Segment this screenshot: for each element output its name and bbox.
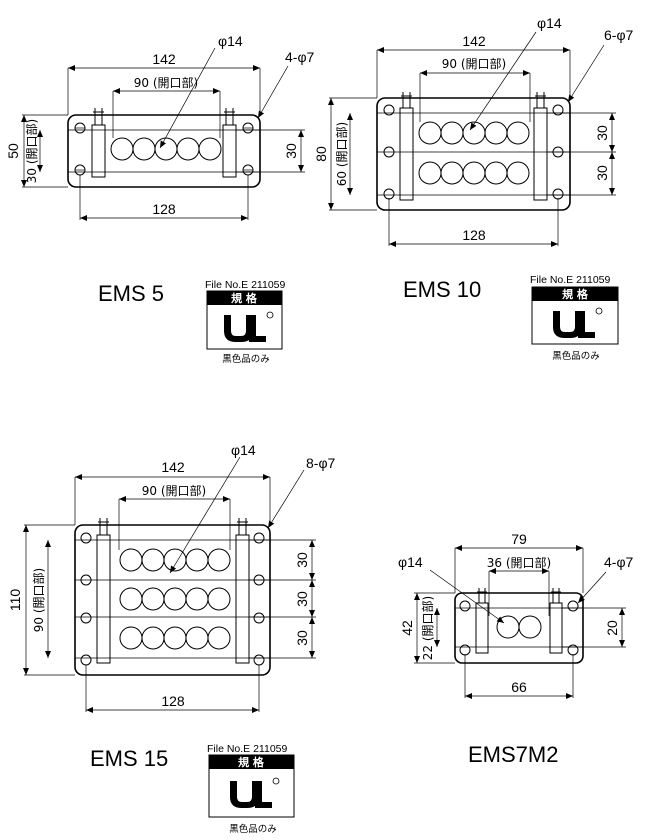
ems10-opening-label: 90 (開口部) <box>442 56 506 71</box>
ems10-frame <box>376 97 571 211</box>
ems7m2-height-label: 42 <box>399 620 415 636</box>
svg-text:規 格: 規 格 <box>238 755 265 769</box>
ems15-pitch-label: 128 <box>161 693 185 709</box>
ems5-drawing <box>21 47 305 221</box>
ems10-model-name: EMS 10 <box>403 277 481 302</box>
ems7m2-hole <box>496 615 520 639</box>
ul-note: 黒色品のみ <box>222 353 270 365</box>
ems15-row2-label: 30 <box>294 591 310 607</box>
ems10-height-label: 80 <box>313 146 329 162</box>
ems7m2-pitch-label: 66 <box>511 679 527 695</box>
ems15-height-label: 110 <box>7 589 23 612</box>
ems7m2-opening-label: 36 (開口部) <box>487 555 551 570</box>
ul-badge-ems15: File No.E 211059 規 格 黒色品のみ <box>207 743 295 835</box>
ems5-hole <box>132 137 156 161</box>
ems5-pitch-label: 128 <box>152 201 176 217</box>
ems15-cable-holes <box>119 548 231 650</box>
svg-text:File No.E 211059: File No.E 211059 <box>207 743 288 755</box>
ems5-hole <box>110 137 134 161</box>
ems10-row1-label: 30 <box>594 125 610 141</box>
ems5-frame <box>67 114 261 188</box>
ems5-height-open-label: 30 (開口部) <box>24 119 39 183</box>
ems5-mount-label: 4-φ7 <box>285 49 315 65</box>
ems5-opening-label: 90 (開口部) <box>134 75 198 90</box>
ul-file-no: File No.E 211059 <box>205 279 286 291</box>
ems5-model-name: EMS 5 <box>98 281 164 306</box>
ems15-height-open-label: 90 (開口部) <box>31 568 46 632</box>
ems15-width-label: 142 <box>161 459 185 475</box>
ems15-hole-label: φ14 <box>231 442 256 458</box>
svg-text:黒色品のみ: 黒色品のみ <box>229 823 277 835</box>
ems7m2-mount-label: 4-φ7 <box>604 554 634 570</box>
ems10-pitch-label: 128 <box>462 227 486 243</box>
ems7m2-row-label: 20 <box>604 620 620 636</box>
ems10-row2-label: 30 <box>594 165 610 181</box>
ems10-hole-label: φ14 <box>537 15 562 31</box>
ul-badge-ems5: File No.E 211059 規 格 黒色品のみ <box>205 279 286 365</box>
ems5-hole <box>154 137 178 161</box>
ems15-mount-label: 8-φ7 <box>306 455 336 471</box>
ems7m2-frame <box>454 592 584 664</box>
ems15-frame <box>74 524 271 676</box>
ems7m2-height-open-label: 22 (開口部) <box>420 596 435 660</box>
ul-logo-icon <box>552 307 603 339</box>
ems10-drawing <box>328 31 616 247</box>
ems15-row3-label: 30 <box>294 630 310 646</box>
ems10-mount-label: 6-φ7 <box>604 27 634 43</box>
ems7m2-drawing <box>414 545 626 699</box>
ems7m2-model-name: EMS7M2 <box>468 742 558 767</box>
ul-badge-ems10: File No.E 211059 規 格 黒色品のみ <box>530 274 619 362</box>
ul-standard: 規 格 <box>231 291 258 305</box>
ems15-model-name: EMS 15 <box>90 746 168 771</box>
svg-text:規 格: 規 格 <box>562 287 589 301</box>
svg-text:黒色品のみ: 黒色品のみ <box>552 350 600 362</box>
ems10-width-label: 142 <box>462 33 486 49</box>
ems10-cable-holes <box>418 121 530 185</box>
ems15-opening-label: 90 (開口部) <box>142 483 206 498</box>
ems15-row1-label: 30 <box>294 552 310 568</box>
ems5-cable-holes <box>110 137 222 161</box>
ems5-hole <box>198 137 222 161</box>
ems7m2-width-label: 79 <box>511 531 527 547</box>
ems5-row-label: 30 <box>283 143 299 159</box>
ul-logo-icon <box>229 777 280 809</box>
ems7m2-hole <box>518 615 542 639</box>
ems5-width-label: 142 <box>152 51 176 67</box>
ul-logo-icon <box>223 311 274 343</box>
ems15-drawing <box>23 456 316 713</box>
ems7m2-hole-label: φ14 <box>398 554 423 570</box>
svg-text:File No.E 211059: File No.E 211059 <box>530 274 611 286</box>
ems10-height-open-label: 60 (開口部) <box>334 122 349 186</box>
ems5-hole <box>176 137 200 161</box>
ems5-height-label: 50 <box>5 143 21 159</box>
ems5-hole-label: φ14 <box>218 33 243 49</box>
